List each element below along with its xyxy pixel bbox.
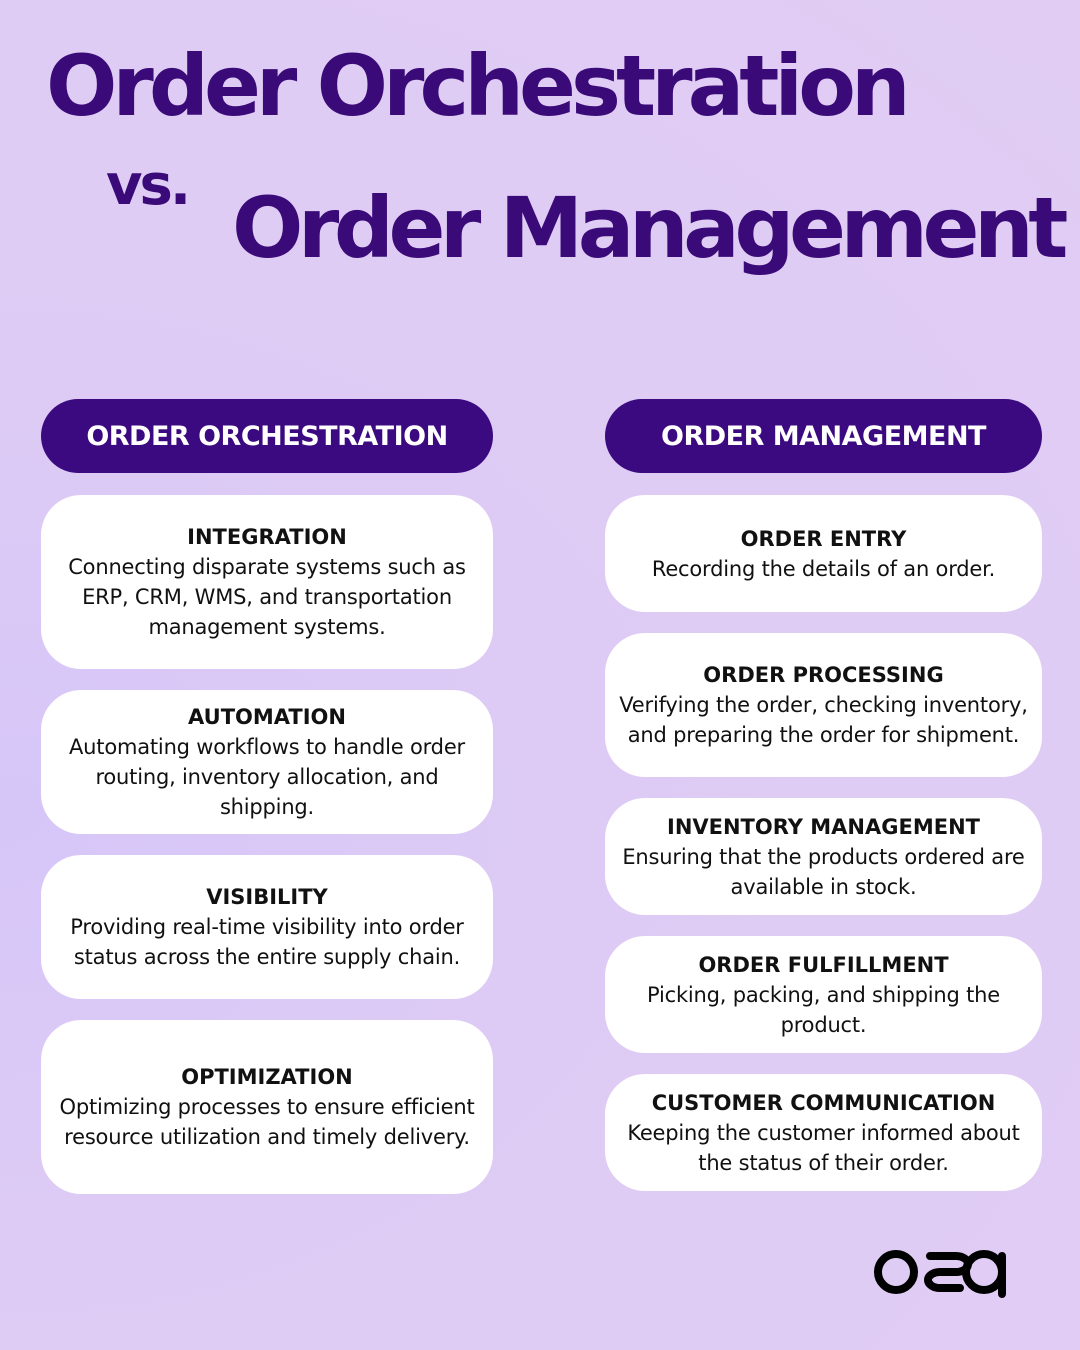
card-title: AUTOMATION [188, 705, 346, 729]
card-customer-communication: CUSTOMER COMMUNICATION Keeping the custo… [605, 1074, 1042, 1191]
card-title: ORDER PROCESSING [703, 663, 944, 687]
card-description: Picking, packing, and shipping the produ… [646, 982, 1001, 1037]
card-description: Keeping the customer informed about the … [627, 1120, 1020, 1175]
card-title: INVENTORY MANAGEMENT [667, 814, 980, 839]
card-integration: INTEGRATION Connecting disparate systems… [41, 495, 493, 669]
card-order-fulfillment: ORDER FULFILLMENT Picking, packing, and … [605, 936, 1042, 1053]
card-title: CUSTOMER COMMUNICATION [651, 1090, 996, 1115]
card-description: Automating workflows to handle order rou… [69, 735, 465, 819]
card-description: Optimizing processes to ensure efficient… [59, 1095, 475, 1149]
card-title: VISIBILITY [206, 885, 328, 909]
card-title: ORDER FULFILLMENT [698, 952, 949, 977]
card-description: Providing real-time visibility into orde… [70, 915, 464, 969]
card-description: Recording the details of an order. [651, 556, 996, 581]
title-vs: vs. [106, 153, 191, 218]
left-column-header: ORDER ORCHESTRATION [41, 399, 493, 473]
right-column-header: ORDER MANAGEMENT [605, 399, 1042, 473]
card-inventory-management: INVENTORY MANAGEMENT Ensuring that the p… [605, 798, 1042, 915]
card-title: OPTIMIZATION [181, 1065, 353, 1089]
card-visibility: VISIBILITY Providing real-time visibilit… [41, 855, 493, 999]
card-title: ORDER ENTRY [740, 526, 907, 551]
card-title: INTEGRATION [187, 525, 347, 549]
title-line2: Order Management [232, 179, 1068, 277]
card-automation: AUTOMATION Automating workflows to handl… [41, 690, 493, 834]
card-description: Ensuring that the products ordered are a… [622, 844, 1025, 899]
card-order-entry: ORDER ENTRY Recording the details of an … [605, 495, 1042, 612]
card-order-processing: ORDER PROCESSING Verifying the order, ch… [605, 633, 1042, 777]
osa-logo-icon [874, 1250, 1006, 1298]
card-optimization: OPTIMIZATION Optimizing processes to ens… [41, 1020, 493, 1194]
title-line1: Order Orchestration [46, 37, 911, 135]
card-description: Connecting disparate systems such as ERP… [68, 555, 466, 639]
card-description: Verifying the order, checking inventory,… [619, 693, 1028, 747]
